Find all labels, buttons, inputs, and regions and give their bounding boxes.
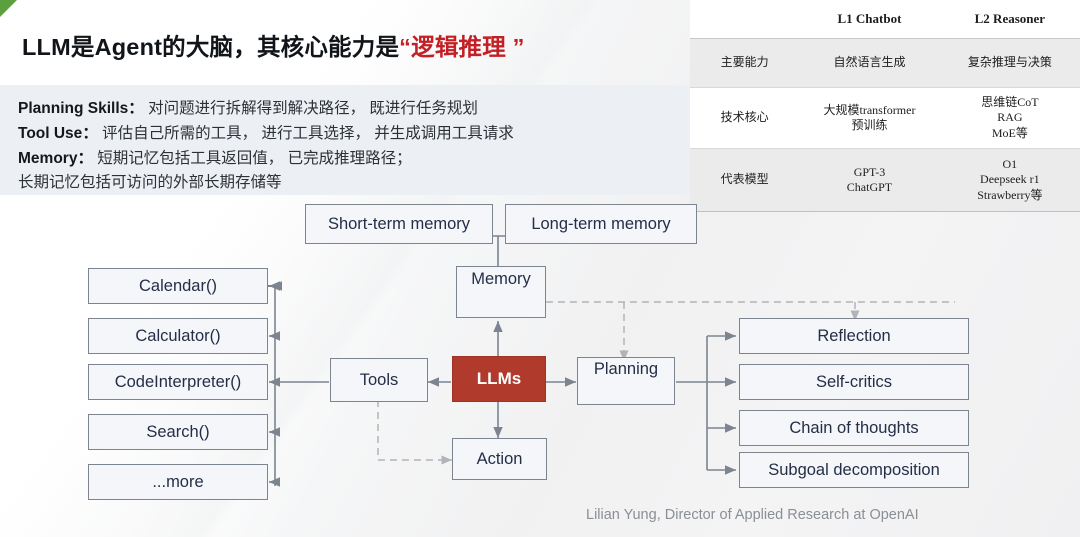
- node-label: Calendar(): [139, 276, 217, 295]
- node-label: Calculator(): [135, 326, 221, 345]
- node-short-term-memory[interactable]: Short-term memory: [305, 204, 493, 244]
- node-tool-more[interactable]: ...more: [88, 464, 268, 500]
- node-label: Search(): [146, 422, 210, 441]
- node-long-term-memory[interactable]: Long-term memory: [505, 204, 697, 244]
- bullet-text-3: 短期记忆包括工具返回值， 已完成推理路径；: [97, 150, 412, 167]
- table-header-l1: L1 Chatbot: [799, 0, 940, 39]
- node-tool-search[interactable]: Search(): [88, 414, 268, 450]
- node-label: Subgoal decomposition: [768, 460, 940, 479]
- row-l2-value: 复杂推理与决策: [939, 38, 1080, 88]
- page-title-plain: LLM是Agent的大脑，其核心能力是: [22, 34, 400, 60]
- bullet-sep-3: ：: [77, 150, 93, 167]
- table-row: 主要能力 自然语言生成 复杂推理与决策: [690, 38, 1080, 88]
- node-label: Tools: [359, 370, 399, 389]
- row-label: 主要能力: [690, 38, 800, 88]
- node-memory[interactable]: Memory: [456, 266, 546, 318]
- wire-tools-action-dashed: [377, 400, 452, 465]
- node-label: Reflection: [817, 326, 891, 345]
- node-label: Action: [476, 449, 523, 468]
- node-planning[interactable]: Planning: [577, 357, 675, 405]
- row-label: 代表模型: [690, 148, 800, 212]
- bullet-text-1: 对问题进行拆解得到解决路径， 既进行任务规划: [148, 100, 478, 117]
- comparison-table: L1 Chatbot L2 Reasoner 主要能力 自然语言生成 复杂推理与…: [690, 0, 1080, 212]
- bullet-panel: Planning Skills： 对问题进行拆解得到解决路径， 既进行任务规划 …: [0, 85, 690, 195]
- bullet-line-3: Memory： 短期记忆包括工具返回值， 已完成推理路径；: [18, 146, 412, 168]
- bullet-line-2: Tool Use： 评估自己所需的工具， 进行工具选择， 并生成调用工具请求: [18, 121, 514, 143]
- node-label: LLMs: [476, 369, 522, 389]
- bullet-label-1: Planning Skills: [18, 100, 129, 117]
- table-header-row: L1 Chatbot L2 Reasoner: [690, 0, 1080, 39]
- node-tools[interactable]: Tools: [330, 358, 428, 402]
- node-action[interactable]: Action: [452, 438, 547, 480]
- node-tool-codeinterpreter[interactable]: CodeInterpreter(): [88, 364, 268, 400]
- agent-architecture-diagram: Short-term memory Long-term memory Memor…: [0, 196, 1080, 537]
- table-head: L1 Chatbot L2 Reasoner: [690, 0, 1080, 39]
- bullet-sep-2: ：: [82, 125, 98, 142]
- node-label: Planning: [593, 360, 659, 378]
- page-title: LLM是Agent的大脑，其核心能力是“逻辑推理 ”: [22, 28, 672, 62]
- bullet-sep-1: ：: [128, 100, 144, 117]
- node-label: ...more: [152, 472, 204, 491]
- node-plan-chain-of-thoughts[interactable]: Chain of thoughts: [739, 410, 969, 446]
- bullet-label-2: Tool Use: [18, 125, 83, 142]
- bullet-line-1: Planning Skills： 对问题进行拆解得到解决路径， 既进行任务规划: [18, 96, 478, 118]
- bullet-text-4: 长期记忆包括可访问的外部长期存储等: [18, 174, 282, 191]
- node-label: CodeInterpreter(): [114, 372, 242, 391]
- node-label: Self-critics: [815, 372, 893, 391]
- table-header-blank: [690, 0, 800, 39]
- bullet-label-3: Memory: [18, 150, 78, 167]
- node-plan-subgoal-decomposition[interactable]: Subgoal decomposition: [739, 452, 969, 488]
- node-llms[interactable]: LLMs: [452, 356, 546, 402]
- bullet-line-4: 长期记忆包括可访问的外部长期存储等: [18, 170, 282, 192]
- node-label: Chain of thoughts: [789, 418, 919, 437]
- row-label: 技术核心: [690, 87, 800, 149]
- page-title-highlight: “逻辑推理 ”: [399, 34, 525, 60]
- node-label: Memory: [471, 270, 531, 288]
- node-tool-calendar[interactable]: Calendar(): [88, 268, 268, 304]
- diagram-caption: Lilian Yung, Director of Applied Researc…: [586, 507, 919, 523]
- node-plan-reflection[interactable]: Reflection: [739, 318, 969, 354]
- node-label: Short-term memory: [327, 214, 471, 233]
- bullet-text-2: 评估自己所需的工具， 进行工具选择， 并生成调用工具请求: [102, 125, 514, 142]
- table-header-l2: L2 Reasoner: [939, 0, 1080, 39]
- node-label: Long-term memory: [531, 214, 671, 233]
- row-l1-value: 自然语言生成: [799, 38, 940, 88]
- node-plan-self-critics[interactable]: Self-critics: [739, 364, 969, 400]
- corner-accent-icon: [0, 0, 17, 17]
- node-tool-calculator[interactable]: Calculator(): [88, 318, 268, 354]
